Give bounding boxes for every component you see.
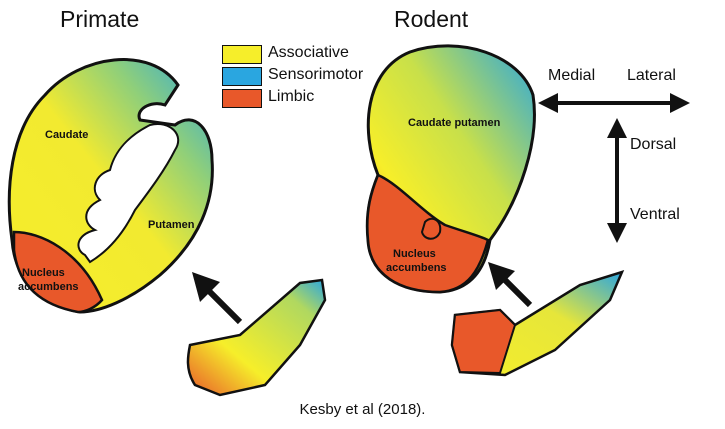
primate-title: Primate [60,6,140,32]
legend-swatch-limbic [222,89,262,108]
label-lateral: Lateral [627,67,676,84]
rodent-striatum: Caudate putamen Nucleus accumbens [365,44,536,294]
rodent-slice-limbic [450,308,517,375]
primate-slice [186,278,327,397]
primate-nucleus-accumbens [12,230,104,314]
label-ventral: Ventral [630,206,680,223]
dorsal-ventral-arrow [607,118,627,243]
primate-striatum: Caudate Putamen Nucleus accumbens [7,58,214,314]
label-medial: Medial [548,67,596,84]
label-rodent-nucleus: Nucleus [393,248,436,260]
legend-label-sensorimotor: Sensorimotor [268,66,364,83]
label-primate-accumbens: accumbens [18,281,79,293]
label-dorsal: Dorsal [630,136,677,153]
label-primate-nucleus: Nucleus [22,267,65,279]
label-caudate-putamen: Caudate putamen [408,117,501,129]
legend-swatch-associative [222,45,262,64]
label-rodent-accumbens: accumbens [386,262,447,274]
caption: Kesby et al (2018). [299,401,426,418]
label-caudate: Caudate [45,129,88,141]
rodent-pointer-arrow [488,262,533,308]
label-putamen: Putamen [148,219,195,231]
legend-label-limbic: Limbic [268,88,315,105]
primate-pointer-arrow [192,272,243,325]
medial-lateral-arrow [538,93,690,113]
legend-swatch-sensorimotor [222,67,262,86]
rodent-title: Rodent [394,6,469,32]
internal-capsule [77,123,180,264]
legend-label-associative: Associative [268,44,349,61]
anterior-commissure [420,217,442,240]
